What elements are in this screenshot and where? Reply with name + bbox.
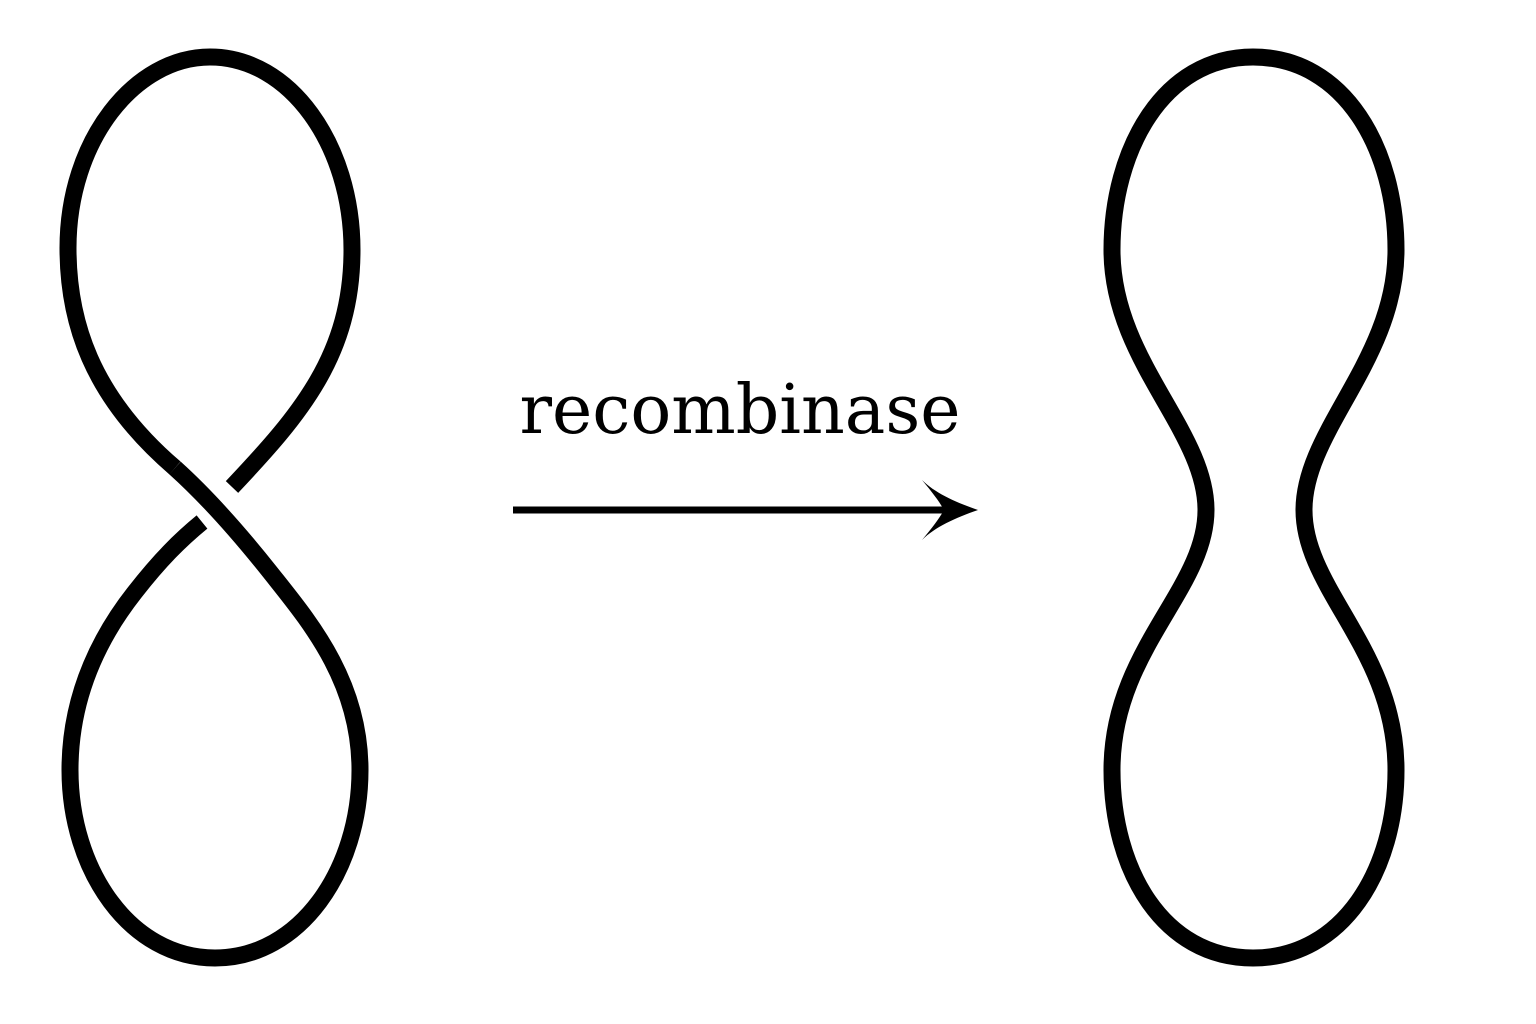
- figure-eight-over-strand: [59, 48, 361, 493]
- figure-eight-under-strand: [61, 461, 369, 967]
- peanut-loop: [1103, 48, 1405, 967]
- reaction-arrow: recombinase: [513, 371, 978, 540]
- peanut-loop-strand: [1103, 48, 1405, 967]
- arrow-label: recombinase: [519, 371, 960, 450]
- figure-eight-loop: [59, 48, 369, 967]
- arrow-head: [922, 480, 978, 540]
